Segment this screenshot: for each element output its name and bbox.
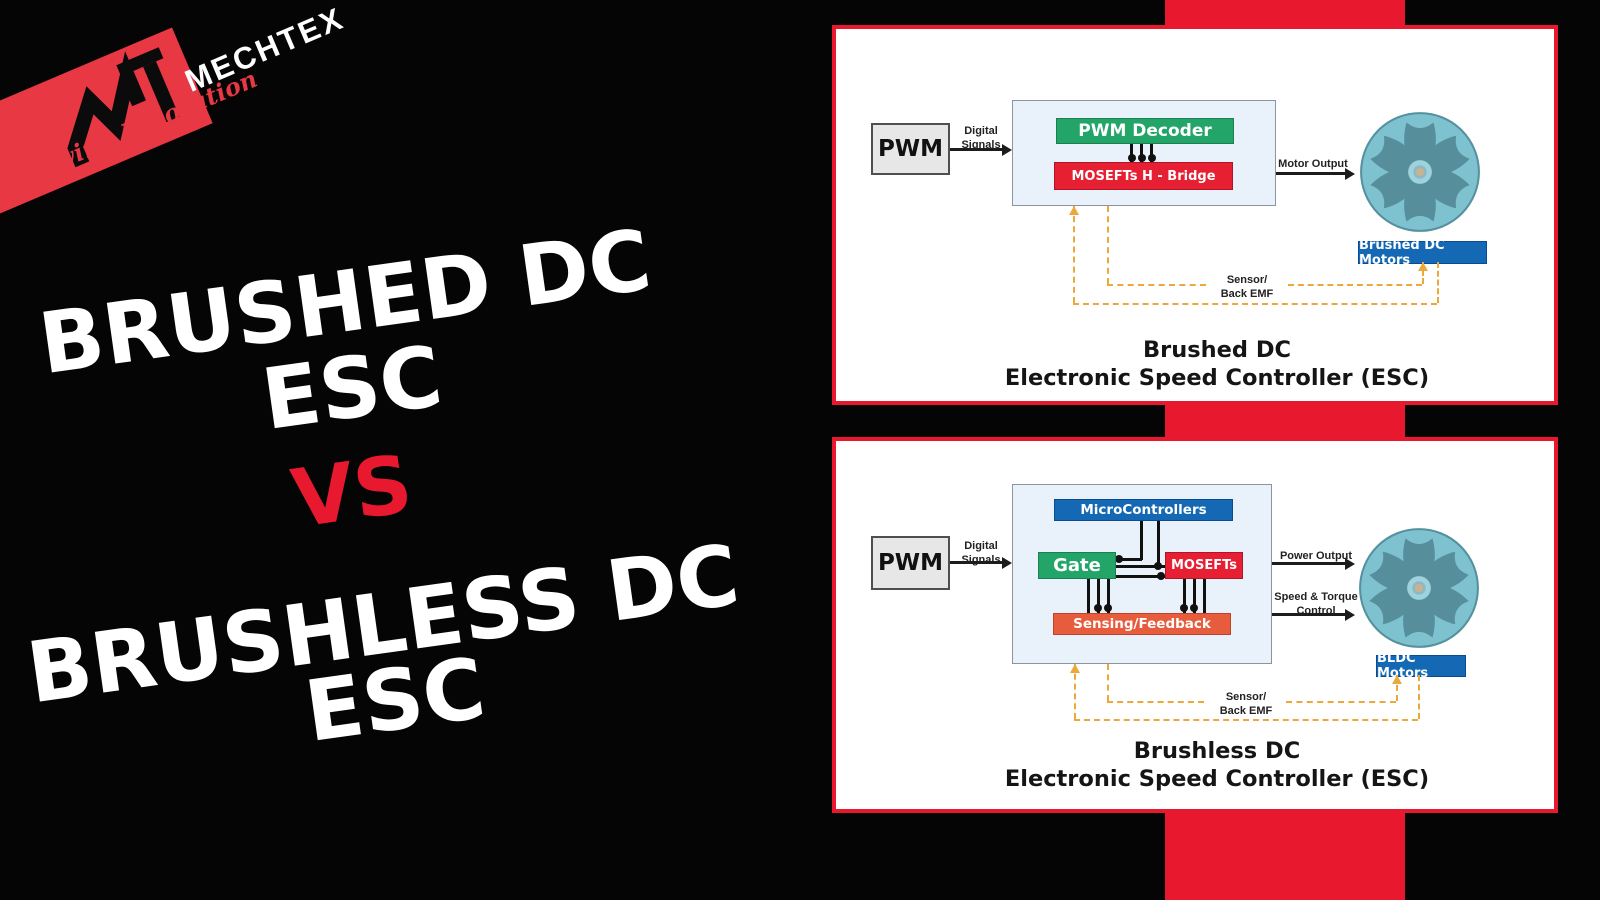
- sensor-back-emf-label: Sensor/ Back EMF: [1220, 274, 1274, 301]
- junction-dot: [1127, 154, 1136, 162]
- junction-dot: [1190, 604, 1198, 612]
- junction-dot: [1157, 572, 1165, 580]
- feedback-line: [1396, 675, 1398, 701]
- junction-dot: [1147, 154, 1156, 162]
- gate-mosfets-line: [1116, 575, 1165, 578]
- feedback-line: [1418, 675, 1420, 719]
- mosfets-sense-line: [1183, 579, 1186, 613]
- mosfets-box: MOSEFTs: [1165, 552, 1243, 579]
- gate-box: Gate: [1038, 552, 1116, 579]
- junction-dot: [1115, 555, 1123, 563]
- brushed-title-line2: Electronic Speed Controller (ESC): [1004, 365, 1430, 391]
- power-output-label: Power Output: [1279, 550, 1353, 562]
- feedback-line: [1107, 701, 1204, 703]
- brushless-title-line2: Electronic Speed Controller (ESC): [1004, 766, 1430, 792]
- junction-dot: [1104, 604, 1112, 612]
- pwm-to-controller-arrow: [950, 143, 1012, 156]
- sensor-back-emf-label: Sensor/ Back EMF: [1219, 691, 1273, 718]
- mosfets-sense-line: [1203, 579, 1206, 613]
- microcontrollers-box: MicroControllers: [1054, 499, 1233, 521]
- feedback-line: [1107, 284, 1206, 286]
- feedback-arrow-up: [1418, 262, 1428, 271]
- pwm-decoder-box: PWM Decoder: [1056, 118, 1234, 144]
- mosfets-h-bridge-box: MOSEFTs H - Bridge: [1054, 162, 1233, 190]
- controller-to-motor-arrow: [1276, 167, 1355, 180]
- power-output-arrow: [1272, 557, 1355, 570]
- esc-controller-box: MicroControllers Gate MOSEFTs: [1012, 484, 1272, 664]
- esc-controller-box: PWM Decoder MOSEFTs H - Bridge: [1012, 100, 1276, 206]
- feedback-line: [1107, 206, 1109, 284]
- brushed-motor-label: Brushed DC Motors: [1358, 238, 1487, 268]
- feedback-line: [1073, 206, 1075, 303]
- feedback-arrow-up: [1069, 206, 1079, 215]
- gate-link-line: [1116, 558, 1142, 561]
- junction-dot: [1180, 604, 1188, 612]
- motor-fan-icon: [1360, 112, 1480, 232]
- feedback-line: [1286, 701, 1396, 703]
- brushless-esc-card: PWM Digital Signals MicroControllers Gat…: [832, 437, 1558, 813]
- feedback-line: [1107, 664, 1109, 701]
- feedback-line: [1073, 303, 1437, 305]
- feedback-line: [1422, 262, 1424, 284]
- mechtex-m-icon: [67, 47, 180, 168]
- pwm-to-controller-arrow: [950, 556, 1012, 569]
- gate-sense-line: [1107, 579, 1110, 613]
- decoder-bridge-line: [1130, 144, 1133, 162]
- feedback-arrow-up: [1070, 664, 1080, 673]
- speed-torque-arrow: [1272, 608, 1355, 621]
- decoder-bridge-line: [1150, 144, 1153, 162]
- feedback-line: [1074, 719, 1418, 721]
- gate-sense-line: [1097, 579, 1100, 613]
- mechtex-logo: MECHTEX Driving Innovation: [0, 0, 349, 233]
- logo-red-stripe: [0, 27, 213, 233]
- junction-dot: [1154, 562, 1162, 570]
- feedback-arrow-up: [1392, 675, 1402, 684]
- feedback-line: [1074, 664, 1076, 719]
- feedback-line: [1437, 262, 1439, 303]
- decoder-bridge-line: [1140, 144, 1143, 162]
- junction-dot: [1094, 604, 1102, 612]
- gate-sense-line: [1087, 579, 1090, 613]
- feedback-line: [1288, 284, 1422, 286]
- gate-mosfets-line: [1116, 565, 1165, 568]
- bldc-motor-label: BLDC Motors: [1376, 651, 1466, 681]
- pwm-source-box: PWM: [871, 536, 950, 590]
- pwm-source-box: PWM: [871, 123, 950, 175]
- sensing-feedback-box: Sensing/Feedback: [1053, 613, 1231, 635]
- motor-fan-icon: [1359, 528, 1479, 648]
- mcu-line: [1140, 521, 1143, 560]
- brushless-title-line1: Brushless DC: [1133, 738, 1301, 764]
- mcu-line: [1157, 521, 1160, 567]
- brushed-title-line1: Brushed DC: [1142, 337, 1292, 363]
- brushed-esc-card: PWM Digital Signals PWM Decoder MOSEFTs …: [832, 25, 1558, 405]
- motor-output-label: Motor Output: [1278, 158, 1348, 170]
- junction-dot: [1137, 154, 1146, 162]
- mosfets-sense-line: [1193, 579, 1196, 613]
